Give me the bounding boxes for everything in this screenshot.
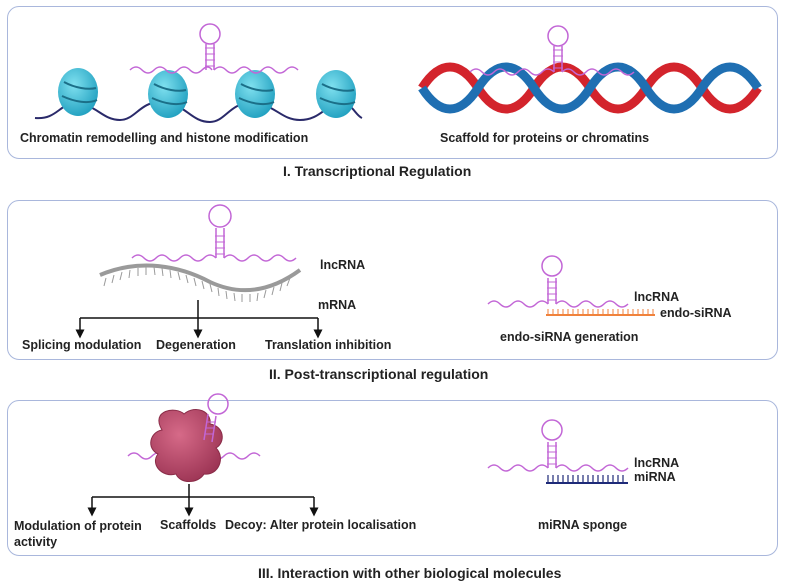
mrna-strand — [99, 263, 302, 302]
outcome-scaffolds: Scaffolds — [160, 518, 217, 532]
sirna-strand — [546, 309, 655, 316]
outcome-decoy: Decoy: Alter protein localisation — [225, 518, 417, 532]
outcome-modulation: Modulation of protein activity — [14, 519, 142, 549]
protein-blob — [150, 409, 223, 482]
lncrna-hairpin — [487, 255, 629, 308]
nucleosome — [58, 68, 98, 116]
section-title-interaction: III. Interaction with other biological m… — [258, 565, 562, 581]
nucleosome — [148, 70, 188, 118]
outcome-degeneration: Degeneration — [156, 338, 236, 352]
mirna-sponge-caption: miRNA sponge — [538, 518, 628, 532]
chromatin-caption: Chromatin remodelling and histone modifi… — [20, 131, 309, 145]
endo-sirna-caption: endo-siRNA generation — [500, 330, 639, 344]
mirna-strand — [546, 475, 628, 484]
panel-interaction — [7, 400, 778, 556]
panel-post-transcriptional — [7, 200, 778, 360]
lncrna-hairpin — [129, 23, 299, 74]
outcome-arrows — [75, 300, 323, 339]
endo-sirna-label: endo-siRNA — [660, 306, 732, 320]
lncrna-label-right: lncRNA — [634, 456, 680, 470]
nucleosome — [235, 70, 275, 118]
section-title-transcriptional: I. Transcriptional Regulation — [283, 163, 472, 179]
lncrna-hairpin — [487, 419, 629, 472]
mrna-label: mRNA — [318, 298, 357, 312]
lncrna-hairpin — [469, 25, 635, 76]
lncrna-hairpin — [203, 393, 229, 443]
chromatin-illustration — [34, 23, 363, 124]
mirna-sponge-illustration — [487, 419, 629, 484]
lncrna-mrna-illustration — [75, 204, 323, 339]
protein-illustration — [87, 393, 319, 517]
mirna-label: miRNA — [634, 470, 676, 484]
lncrna-hairpin — [131, 204, 297, 262]
section-title-post-transcriptional: II. Post-transcriptional regulation — [269, 366, 489, 382]
lncrna-label-right: lncRNA — [634, 290, 680, 304]
scaffold-caption: Scaffold for proteins or chromatins — [440, 131, 650, 145]
lncrna-label: lncRNA — [320, 258, 366, 272]
dna-helix-illustration — [418, 25, 762, 114]
outcome-translation: Translation inhibition — [265, 338, 392, 352]
endo-sirna-illustration — [487, 255, 655, 316]
outcome-splicing: Splicing modulation — [22, 338, 142, 352]
nucleosome — [316, 70, 356, 118]
outcome-arrows — [87, 484, 319, 517]
